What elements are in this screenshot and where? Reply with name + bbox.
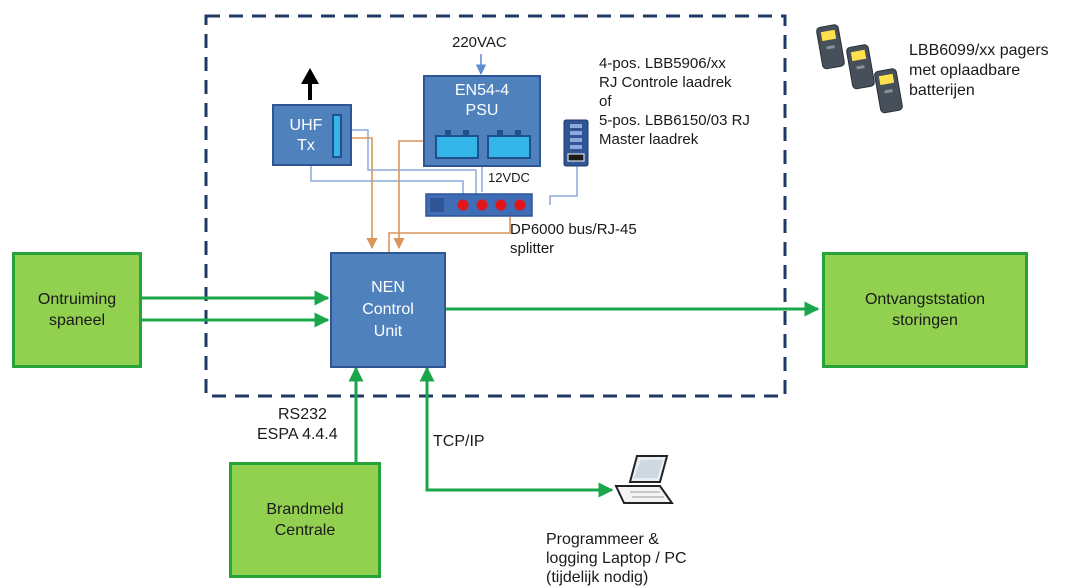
laptop-label-3: (tijdelijk nodig) [546,569,649,586]
brandmeld-box: Brandmeld Centrale [229,462,381,578]
psu-label-2: PSU [465,102,499,119]
pager-icon [816,24,903,114]
splitter-label-1: DP6000 bus/RJ-45 [510,221,637,238]
nen-control-unit: NEN Control Unit [330,252,446,368]
rack-label-1: 4-pos. LBB5906/xx [599,55,726,72]
ontruiming-box: Ontruiming spaneel [12,252,142,368]
rs232-label-2: ESPA 4.4.4 [257,426,338,443]
brandmeld-label-1: Brandmeld [266,501,344,518]
psu-box: EN54-4 PSU [423,75,541,167]
vdc-label: 12VDC [488,170,530,185]
battery-icon [487,135,531,159]
rj45-lines [310,129,578,205]
nen-label-1: NEN [371,279,405,296]
ontvangst-label-2: storingen [892,312,958,329]
uhf-transmitter-box: UHF Tx [272,104,352,166]
antenna-arrow-icon [301,68,319,100]
nen-label-2: Control [362,301,414,318]
rack-label-3: of [599,93,612,110]
ontvangst-label-1: Ontvangststation [864,291,986,308]
vac-label: 220VAC [452,34,507,51]
pagers-label-3: batterijen [909,82,975,99]
ontruiming-label-2: spaneel [48,312,106,329]
laptop-label-2: logging Laptop / PC [546,550,687,567]
ontvangststation-box: Ontvangststation storingen [822,252,1028,368]
rack-label-5: Master laadrek [599,131,699,148]
pagers-label-2: met oplaadbare [909,62,1021,79]
rack-label-2: RJ Controle laadrek [599,74,732,91]
battery-icon [332,114,342,158]
rs232-label-1: RS232 [278,406,327,423]
nen-label-3: Unit [373,323,403,340]
ontruiming-label-1: Ontruiming [37,291,117,308]
splitter-icon [425,193,533,217]
battery-icon [435,135,479,159]
splitter-label-2: splitter [510,240,555,257]
charging-rack-icon [563,119,589,167]
rack-label-4: 5-pos. LBB6150/03 RJ [599,112,750,129]
uhf-label-1: UHF [289,117,323,134]
brandmeld-label-2: Centrale [274,522,336,539]
tcpip-label: TCP/IP [433,433,485,450]
laptop-icon [614,455,674,504]
laptop-label-1: Programmeer & [546,531,659,548]
signal-arrows [142,290,820,498]
pagers-label-1: LBB6099/xx pagers [909,42,1049,59]
uhf-label-2: Tx [297,137,315,154]
psu-label-1: EN54-4 [454,82,510,99]
